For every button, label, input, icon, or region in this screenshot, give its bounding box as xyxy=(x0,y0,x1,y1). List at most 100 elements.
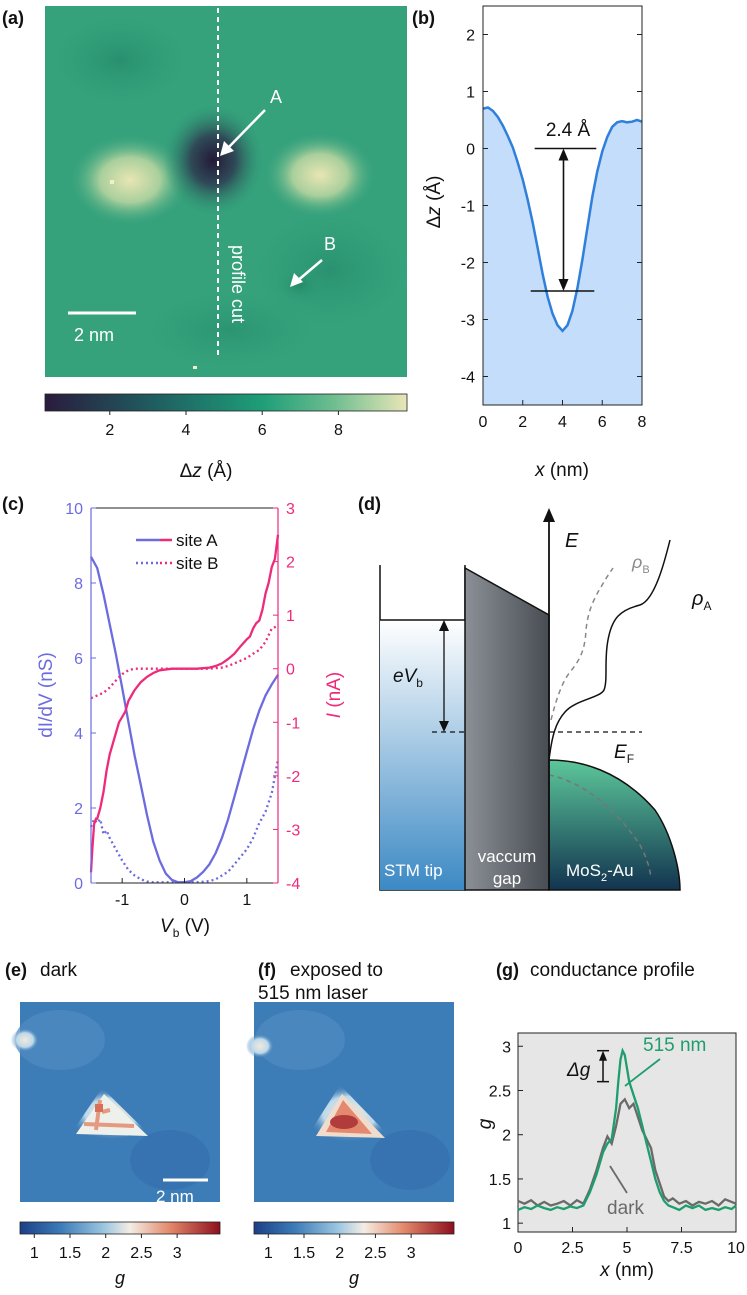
chart-c-ytick-left-label: 0 xyxy=(74,876,83,893)
rho-b-label: ρB xyxy=(631,552,650,576)
chart-g-ylabel: g xyxy=(475,1118,496,1129)
chart-c-ytick-right-label: 0 xyxy=(286,662,295,679)
topography-image xyxy=(45,6,410,377)
chart-b-ytick-label: -3 xyxy=(461,313,475,330)
arrow-b xyxy=(295,259,323,283)
cbE-ticks-tick-label: 1.5 xyxy=(59,1245,81,1262)
label-dark: dark xyxy=(607,1198,644,1219)
chart-g-ytick-label: 2 xyxy=(502,1128,511,1145)
chart-c-ytick-right-label: -3 xyxy=(286,822,300,839)
chart-c-ytick-right-label: 3 xyxy=(286,501,295,518)
panel-d-label: (d) xyxy=(358,494,381,514)
arrow-a xyxy=(225,109,266,151)
label-515nm: 515 nm xyxy=(643,1035,706,1056)
chart-g-ytick-label: 1 xyxy=(502,1216,511,1233)
cbF-ticks-tick-label: 1 xyxy=(264,1245,273,1262)
energy-label: E xyxy=(565,530,579,552)
chart-c-ytick-left-label: 4 xyxy=(74,726,83,743)
rho-b-curve xyxy=(550,567,614,721)
site-b-label: B xyxy=(324,234,336,254)
panel-e-label: (e) xyxy=(5,960,27,980)
fermi-label: EF xyxy=(614,742,634,766)
chart-c-ytick-right-label: 1 xyxy=(286,608,295,625)
chart-c-ytick-left-label: 2 xyxy=(74,801,83,818)
label-delta-g: Δg xyxy=(566,1060,591,1081)
chart-c-legend: site A site B xyxy=(136,531,219,573)
cbA-ticks-tick-label: 6 xyxy=(258,422,267,439)
scale-bar-e-label: 2 nm xyxy=(156,1187,194,1206)
bias-label: eVb xyxy=(393,666,423,690)
panel-g-title: conductance profile xyxy=(530,960,695,981)
delta-g-arrowhead xyxy=(599,1050,608,1061)
panel-f-title-line2: 515 nm laser xyxy=(258,983,369,1004)
cbA-ticks-tick-label: 2 xyxy=(105,422,114,439)
gap-label-line1: vaccum xyxy=(478,847,537,866)
chart-g-xtick-label: 2.5 xyxy=(561,1240,583,1257)
panel-f-label: (f) xyxy=(258,960,276,980)
panel-e-title: dark xyxy=(40,960,77,981)
series-dark xyxy=(517,1097,737,1207)
chart-c-ytick-left-label: 8 xyxy=(74,576,83,593)
colorbar-a-label: Δz (Å) xyxy=(180,461,233,482)
conductance-map-laser xyxy=(246,1002,454,1202)
rho-a-curve xyxy=(548,539,671,761)
chart-g-ytick-label: 1.5 xyxy=(489,1172,511,1189)
chart-b-ytick-label: 2 xyxy=(466,28,475,45)
colorbar-a xyxy=(44,393,408,412)
chart-g-xtick-label: 0 xyxy=(514,1240,523,1257)
gap-label-line2: gap xyxy=(493,869,521,888)
scale-bar-a-label: 2 nm xyxy=(74,325,114,345)
chart-g-ytick-label: 3 xyxy=(502,1039,511,1056)
panel-a-label: (a) xyxy=(2,8,24,28)
chart-b-ytick-label: -1 xyxy=(461,199,475,216)
chart-b-ytick-label: -4 xyxy=(461,370,475,387)
bias-arrowhead-down xyxy=(439,721,449,732)
cbF-ticks-tick-label: 3 xyxy=(407,1245,416,1262)
chart-g-xlabel: x (nm) xyxy=(599,1260,654,1281)
chart-c-xtick-label: -1 xyxy=(115,892,129,909)
tip-label: STM tip xyxy=(384,861,443,880)
arrow-a-head xyxy=(220,141,234,156)
panel-b-label: (b) xyxy=(412,8,435,28)
chart-b-ytick-label: -2 xyxy=(461,256,475,273)
vacuum-barrier xyxy=(464,566,550,891)
cbE-ticks-tick-label: 3 xyxy=(173,1245,182,1262)
panel-g-label: (g) xyxy=(496,960,519,980)
chart-b-xtick-label: 0 xyxy=(479,414,488,431)
chart-b-xtick-label: 8 xyxy=(638,414,647,431)
site-a-label: A xyxy=(270,87,282,107)
conductance-map-dark xyxy=(11,1002,220,1202)
chart-b-ylabel: Δz (Å) xyxy=(424,176,445,229)
chart-c-ytick-right-label: 2 xyxy=(286,555,295,572)
panel-d: (d) E eVb EF ρB ρA STM tip vaccum gap Mo… xyxy=(358,494,711,891)
cbA-ticks-tick-label: 8 xyxy=(334,422,343,439)
colorbar-e-label: g xyxy=(115,1268,125,1288)
bias-arrowhead-up xyxy=(439,620,449,631)
rho-b-filled xyxy=(548,774,652,879)
energy-axis-arrowhead xyxy=(543,508,555,522)
cbA-ticks-tick-label: 4 xyxy=(182,422,191,439)
chart-b-ytick-label: 1 xyxy=(466,85,475,102)
pointer-dark xyxy=(609,1165,628,1194)
chart-c-ylabel-right: I (nA) xyxy=(324,672,345,718)
cbE-ticks-tick-label: 2 xyxy=(101,1245,110,1262)
chart-g-xtick-label: 7.5 xyxy=(670,1240,692,1257)
step-arrow-head-down xyxy=(558,279,569,291)
panel-c-label: (c) xyxy=(2,494,24,514)
chart-b-xtick-label: 6 xyxy=(598,414,607,431)
series-515-nm xyxy=(517,1047,737,1212)
cbE-ticks-tick-label: 1 xyxy=(30,1245,39,1262)
pointer-515nm xyxy=(624,1058,661,1087)
tip-filled-states xyxy=(380,620,465,890)
chart-c-xtick-label: 0 xyxy=(180,892,189,909)
cbF-ticks-tick-label: 2.5 xyxy=(364,1245,386,1262)
chart-c-ytick-left-label: 6 xyxy=(74,651,83,668)
colorbar-f-label: g xyxy=(349,1268,359,1288)
chart-b-ytick-label: 0 xyxy=(466,142,475,159)
